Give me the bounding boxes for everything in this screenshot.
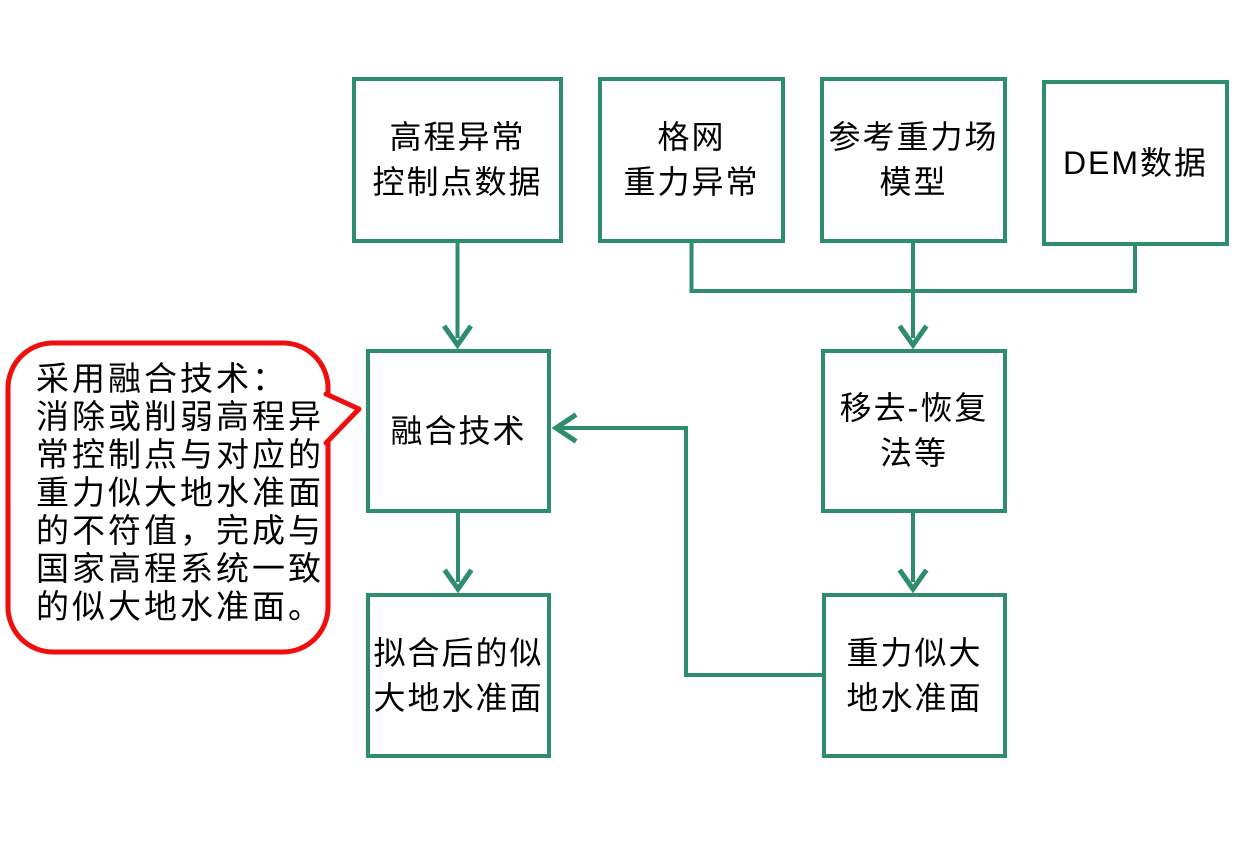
arrow-gravity-geoid-to-fusion [551,412,822,677]
box-label: 移去-恢复 法等 [839,390,989,471]
box-dem-data: DEM数据 [1042,80,1229,246]
box-fitted-quasi-geoid: 拟合后的似 大地水准面 [366,593,551,758]
bus-inputs-to-remove-restore [689,243,1137,350]
box-label: 融合技术 [390,412,527,449]
box-reference-gravity-field-model: 参考重力场 模型 [820,77,1007,243]
callout-bubble-shape [5,340,362,655]
box-label: 参考重力场 模型 [828,119,999,200]
box-label: 高程异常 控制点数据 [372,119,543,200]
arrow-control-points-to-fusion [442,243,473,350]
box-gravity-quasi-geoid: 重力似大 地水准面 [822,593,1007,758]
box-remove-restore-method: 移去-恢复 法等 [821,349,1007,513]
arrow-fusion-to-fitted-geoid [442,513,474,594]
box-fusion-technique: 融合技术 [366,349,551,513]
box-grid-gravity-anomaly: 格网 重力异常 [598,77,785,243]
box-label: DEM数据 [1062,144,1209,181]
box-elevation-anomaly-control-points: 高程异常 控制点数据 [352,77,563,243]
box-label: 拟合后的似 大地水准面 [373,634,544,716]
box-label: 重力似大 地水准面 [846,634,983,716]
callout-text: 采用融合技术： 消除或削弱高程异 常控制点与对应的 重力似大地水准面 的不符值，… [36,360,324,625]
arrow-remove-restore-to-gravity-geoid [897,513,929,594]
box-label: 格网 重力异常 [623,119,760,200]
